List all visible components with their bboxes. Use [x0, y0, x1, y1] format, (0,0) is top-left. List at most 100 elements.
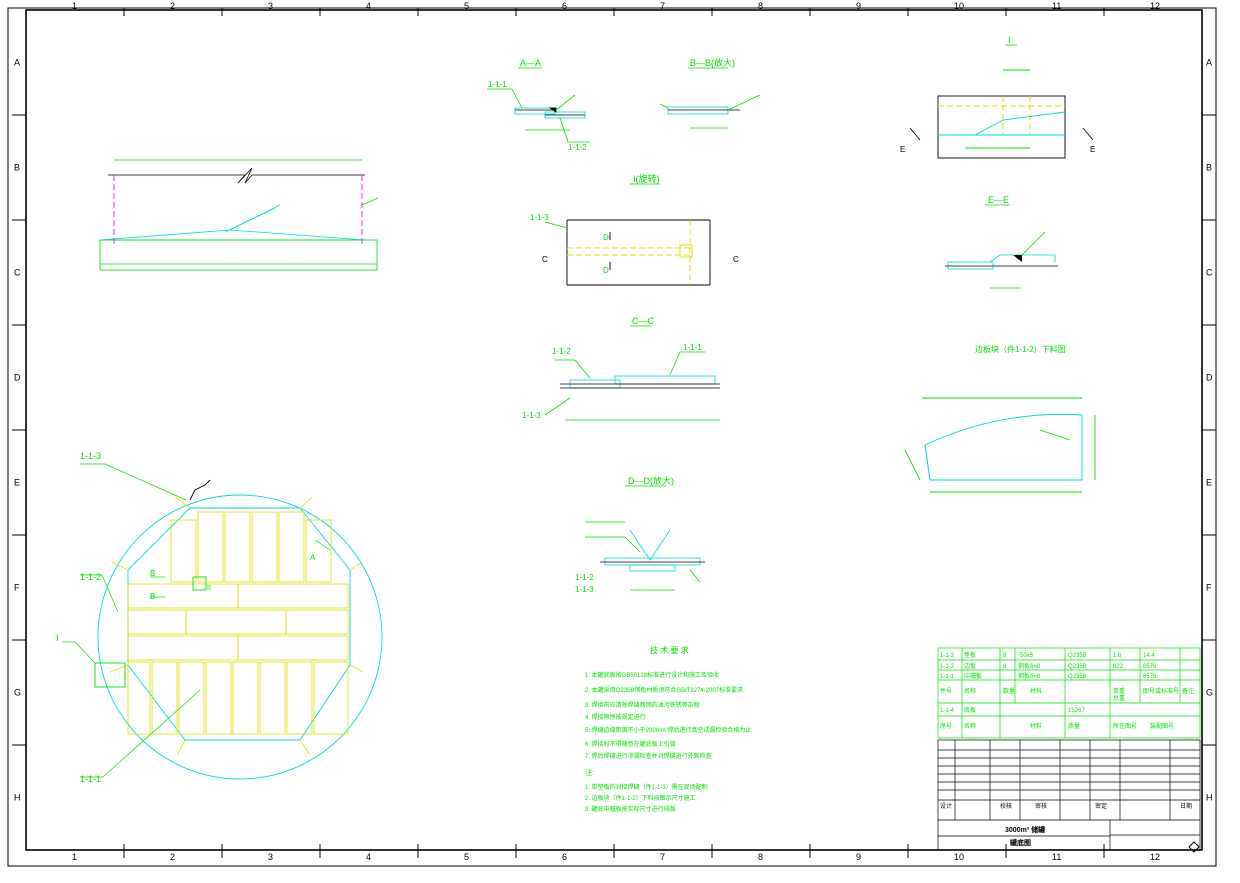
section-ee	[945, 231, 1058, 289]
section-dd-title: D—D(放大)	[628, 475, 674, 486]
section-bb-title: B—B(放大)	[690, 57, 735, 68]
section-plate-title: 边板块（件1-1-2）下料图	[975, 344, 1066, 354]
i-mark-e1: E	[900, 145, 905, 154]
bom-cell: 钢板δ=8	[1018, 662, 1041, 670]
grid-col-label: 10	[954, 852, 964, 862]
section-cc	[544, 351, 720, 421]
notes2-title: 注:	[585, 768, 594, 777]
grid-row-label: D	[1206, 373, 1213, 383]
sign-label: 设计	[940, 802, 952, 810]
grid-row-label: B	[1206, 163, 1212, 173]
assembly-cell: 1-1-4	[940, 708, 955, 714]
mark-b-plan: B	[150, 569, 155, 578]
bom-cell: -50x5	[1018, 653, 1034, 659]
grid-col-label: 9	[856, 1, 861, 11]
bom-header: 图号或标准号	[1143, 687, 1179, 695]
dd-label-112: 1-1-2	[575, 573, 594, 582]
grid-col-label: 3	[268, 1, 273, 11]
bom-cell: 1.6	[1113, 653, 1122, 659]
aa-label-111: 1-1-1	[488, 80, 507, 89]
cc-label-111: 1-1-1	[683, 343, 702, 352]
aa-label-112: 1-1-2	[568, 143, 587, 152]
bom-cell: 14.4	[1143, 653, 1155, 659]
sign-label: 审核	[1035, 802, 1047, 810]
grid-row-label: H	[14, 793, 21, 803]
i-mark-e2: E	[1090, 145, 1095, 154]
grid-row-label: C	[14, 268, 21, 278]
label-113-plan: 1-1-3	[80, 451, 101, 461]
note-line: 7. 焊后焊缝进行渗漏检查并对焊缝进行外观检查	[585, 752, 712, 760]
bom-cell: 6576	[1143, 664, 1157, 670]
elevation-view	[99, 159, 379, 271]
assembly-cell: 15267	[1068, 708, 1085, 714]
edge-plate-cutting	[904, 397, 1096, 493]
grid-col-label: 9	[856, 852, 861, 862]
grid-col-label: 5	[464, 1, 469, 11]
note-line: 1. 本罐底板按GB50128标准进行设计和施工及验收	[585, 671, 719, 679]
bom-cell: 中幅板	[964, 672, 982, 680]
irot-mark-c1: C	[542, 255, 548, 264]
grid-col-label: 1	[72, 852, 77, 862]
grid-col-label: 8	[758, 1, 763, 11]
grid-col-label: 5	[464, 852, 469, 862]
sign-label: 日期	[1180, 802, 1192, 810]
bom-header: 材料	[1030, 687, 1042, 695]
bom-text: 1-1-3 垫板 8 -50x5 Q235B 1.6 14.4 1-1-2 边板…	[940, 651, 1194, 730]
sign-label: 审定	[1095, 802, 1107, 810]
bom-header: 单重	[1113, 687, 1125, 695]
bom-header: 数量	[1003, 687, 1015, 695]
grid-col-label: 12	[1150, 1, 1160, 11]
grid-row-label: B	[14, 163, 20, 173]
mark-b2-plan: B	[150, 592, 155, 601]
bom-cell: Q235B	[1068, 674, 1087, 680]
bom-header: 名称	[964, 687, 976, 695]
bom-header: 备注	[1182, 687, 1194, 695]
mark-ii-plan: II	[207, 585, 211, 592]
assembly-header: 所在图号	[1113, 722, 1137, 730]
grid-col-label: 3	[268, 852, 273, 862]
grid-row-label: G	[1206, 688, 1213, 698]
assembly-cell: 底板	[964, 706, 976, 714]
section-aa	[487, 88, 590, 143]
title-sign-labels: 设计 校核 审核 审定 日期	[940, 802, 1192, 810]
grid-col-label: 7	[660, 852, 665, 862]
dd-label-113: 1-1-3	[575, 585, 594, 594]
section-aa-title: A—A	[520, 58, 541, 68]
grid-row-label: A	[1206, 58, 1212, 68]
plan-leaders	[62, 463, 331, 778]
grid-row-label: H	[1206, 793, 1213, 803]
grid-col-label: 4	[366, 852, 371, 862]
bom-cell: 垫板	[964, 651, 976, 659]
irot-label-113: 1-1-3	[530, 213, 549, 222]
bom-header: 总重	[1113, 694, 1125, 702]
grid-row-label: F	[1206, 583, 1212, 593]
grid-row-label: D	[14, 373, 21, 383]
sign-label: 校核	[1000, 802, 1012, 810]
grid-col-label: 2	[170, 1, 175, 11]
bom-cell: 8	[1003, 653, 1007, 659]
bom-cell: 1-1-1	[940, 674, 955, 680]
grid-row-label: E	[1206, 478, 1212, 488]
notes-title: 技 术 要 求	[650, 645, 689, 655]
bom-cell: 822	[1113, 664, 1124, 670]
bom-cell: 8	[1003, 664, 1007, 670]
grid-row-label: G	[14, 688, 21, 698]
note-line: 5. 焊缝边缘距离不小于200mm 焊后进行真空试漏检验合格为止	[585, 726, 751, 734]
section-ee-title: E—E	[988, 195, 1009, 205]
section-i-title: I	[1008, 35, 1011, 45]
bom-header: 件号	[940, 687, 952, 695]
grid-col-label: 4	[366, 1, 371, 11]
tank-bottom-plan	[94, 479, 383, 780]
grid-col-label: 10	[954, 1, 964, 11]
grid-row-label: C	[1206, 268, 1213, 278]
bom-cell: Q235B	[1068, 664, 1087, 670]
assembly-header: 名称	[964, 722, 976, 730]
bom-cell: 1-1-3	[940, 653, 955, 659]
grid-col-label: 11	[1052, 1, 1061, 11]
bom-cell: 钢板δ=8	[1018, 672, 1041, 680]
assembly-header: 装配图号	[1150, 722, 1174, 730]
grid-col-label: 6	[562, 1, 567, 11]
irot-mark-d2: D	[603, 266, 609, 275]
